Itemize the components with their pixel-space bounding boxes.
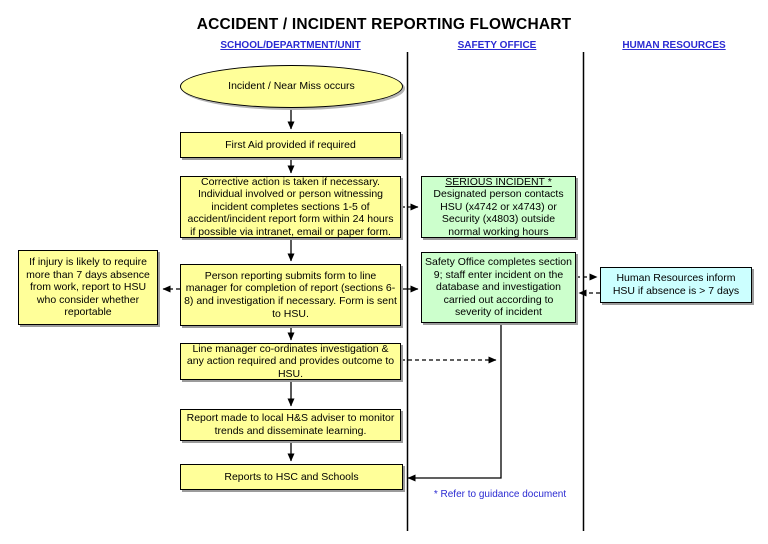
node-safety-office-completes: Safety Office completes section 9; staff… [421, 252, 576, 323]
column-header-human-resources: HUMAN RESOURCES [622, 40, 726, 51]
node-hs-adviser: Report made to local H&S adviser to moni… [180, 409, 401, 441]
node-reports-hsc: Reports to HSC and Schools [180, 464, 403, 490]
footnote-refer-guidance: * Refer to guidance document [433, 489, 567, 500]
node-person-reporting: Person reporting submits form to line ma… [180, 264, 401, 326]
node-corrective-action: Corrective action is taken if necessary.… [180, 176, 401, 238]
node-incident-near-miss: Incident / Near Miss occurs [180, 65, 403, 108]
node-text: Designated person contacts HSU (x4742 or… [433, 188, 564, 238]
node-serious-incident: SERIOUS INCIDENT * Designated person con… [421, 176, 576, 238]
node-text: First Aid provided if required [225, 138, 356, 151]
node-text: Human Resources inform HSU if absence is… [612, 272, 740, 297]
node-text: Incident / Near Miss occurs [228, 80, 355, 93]
node-text: Line manager co-ordinates investigation … [186, 342, 395, 380]
column-header-safety-office: SAFETY OFFICE [457, 40, 537, 51]
node-first-aid: First Aid provided if required [180, 132, 401, 158]
node-heading: SERIOUS INCIDENT * [445, 175, 552, 188]
node-text: Person reporting submits form to line ma… [184, 269, 397, 320]
node-text: Safety Office completes section 9; staff… [425, 256, 572, 319]
node-hr-inform: Human Resources inform HSU if absence is… [600, 267, 752, 303]
node-text: Corrective action is taken if necessary.… [187, 175, 394, 238]
page-title: ACCIDENT / INCIDENT REPORTING FLOWCHART [196, 16, 572, 33]
node-injury-absence: If injury is likely to require more than… [18, 250, 158, 325]
column-header-school-department-unit: SCHOOL/DEPARTMENT/UNIT [220, 40, 361, 51]
node-text: If injury is likely to require more than… [26, 256, 150, 319]
arrow-safetyoffice-to-reports [407, 323, 502, 482]
node-text: Reports to HSC and Schools [224, 470, 359, 483]
node-line-manager: Line manager co-ordinates investigation … [180, 343, 401, 380]
node-text: Report made to local H&S adviser to moni… [186, 412, 395, 437]
